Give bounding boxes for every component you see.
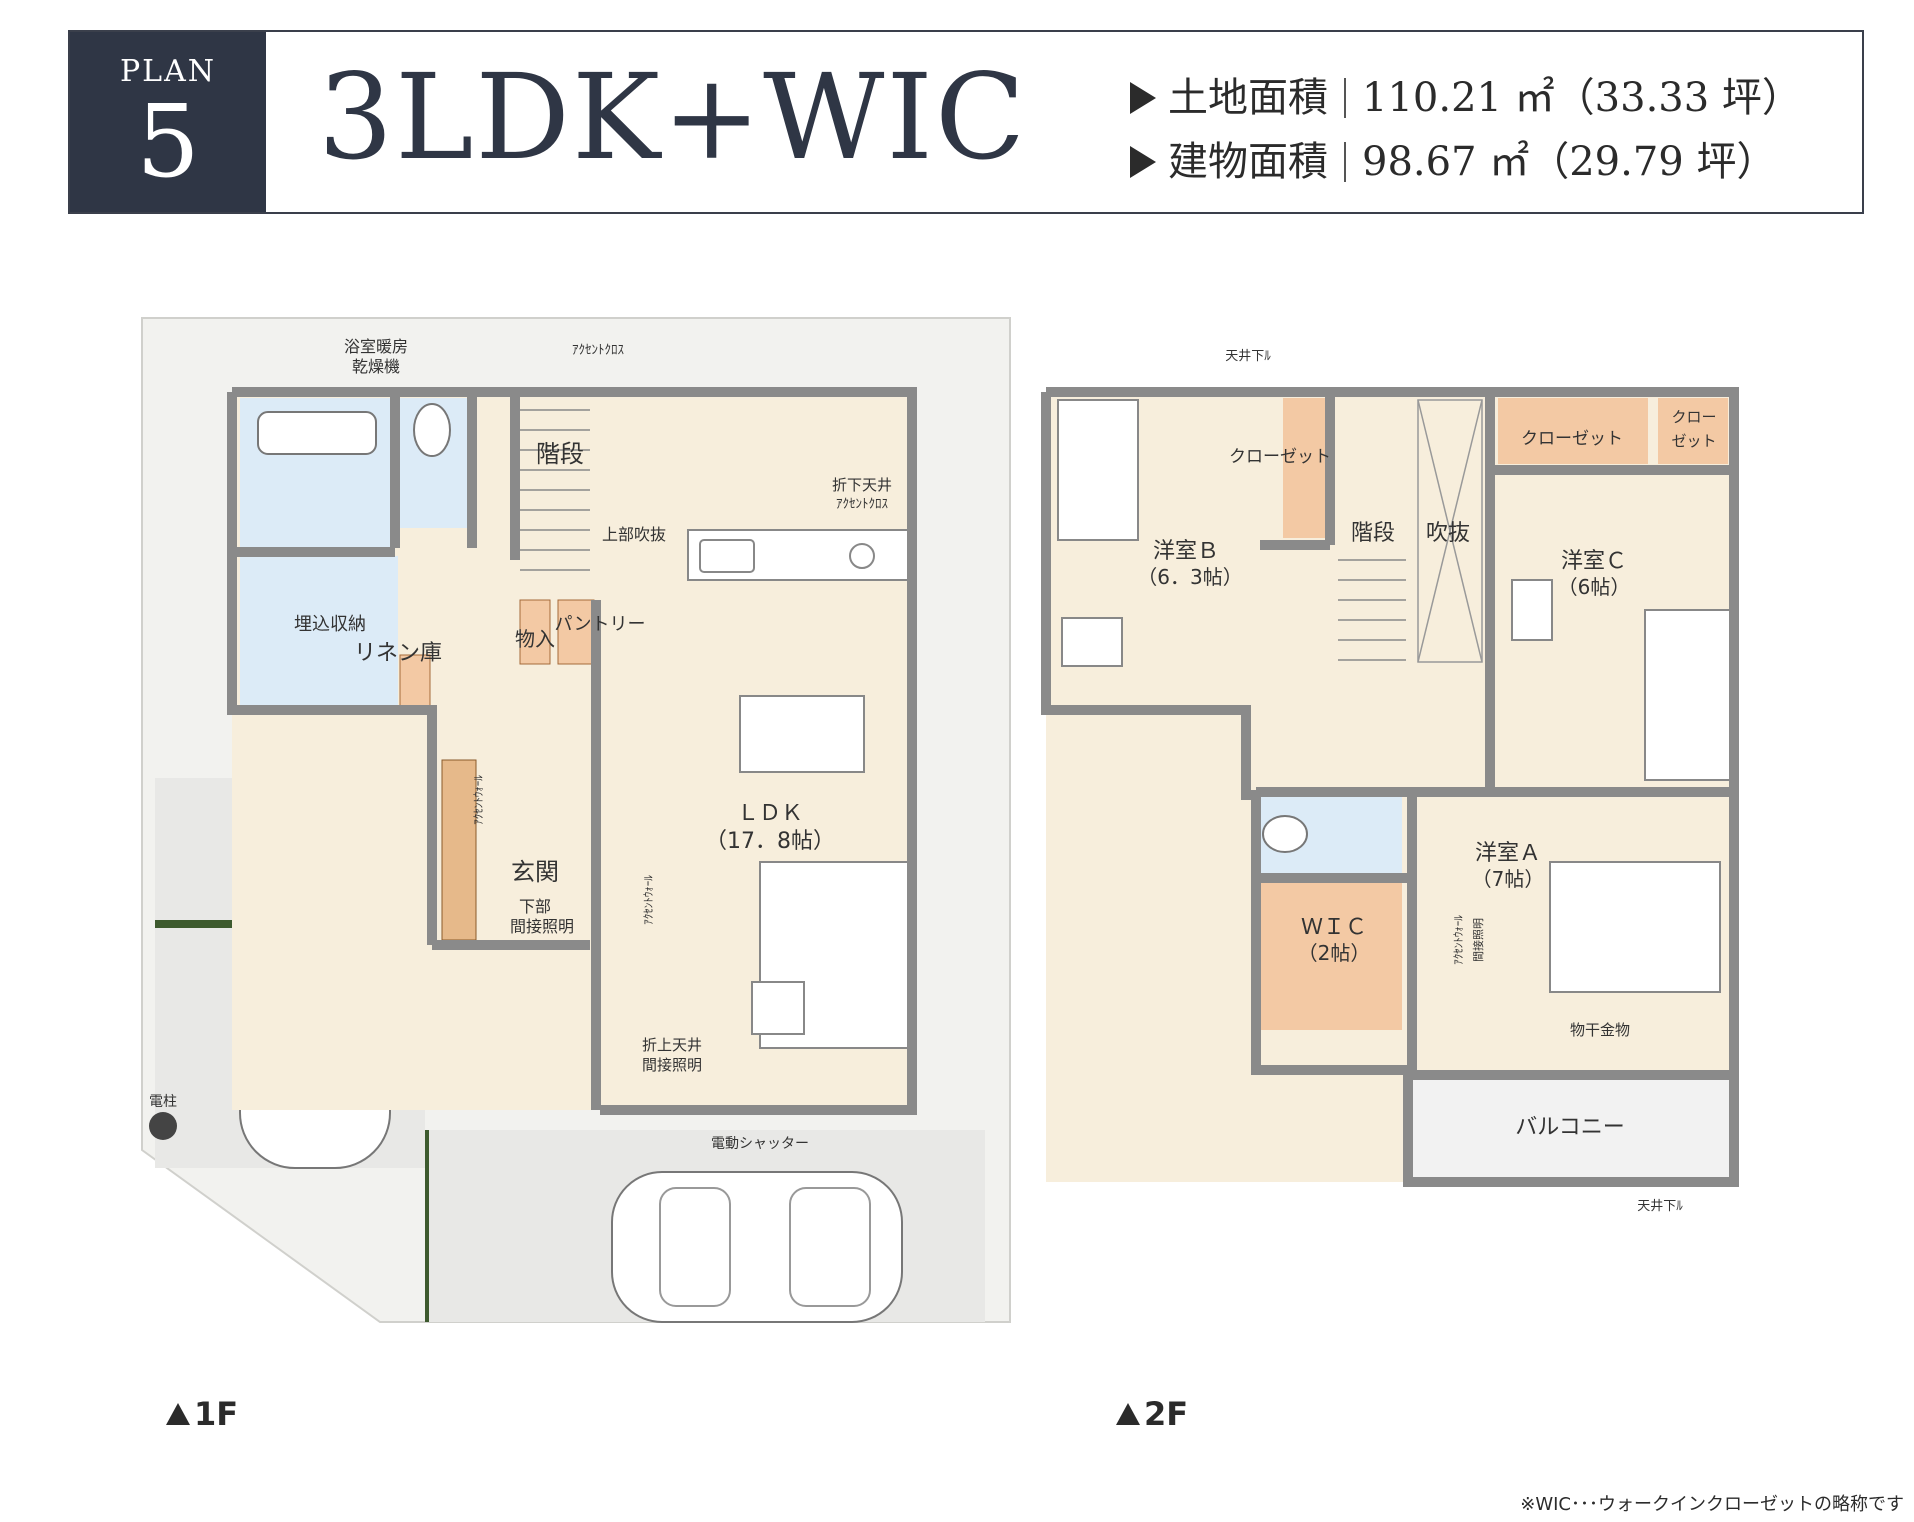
floor2-walls [1041, 387, 1739, 1187]
label-storage: 物入 [515, 627, 555, 651]
label-shutter: 電動シャッター [711, 1136, 809, 1152]
label-lower-light2: 間接照明 [510, 917, 574, 936]
plan-label: PLAN [119, 54, 217, 89]
label-room-a: 洋室Ａ [1475, 841, 1541, 866]
label-accent-wall2: ｱｸｾﾝﾄｳｫｰﾙ [642, 875, 655, 925]
label-room-b-size: （6．3帖） [1137, 565, 1242, 589]
label-bath-dryer: 浴室暖房 [344, 337, 408, 356]
label-lower-light: 下部 [519, 897, 551, 916]
triangle-icon [1130, 82, 1156, 114]
label-hanger: 物干金物 [1570, 1021, 1630, 1039]
floor1-label: 1F [166, 1395, 238, 1433]
wic-room [1260, 880, 1402, 1030]
label-void-2f: 吹抜 [1426, 521, 1470, 546]
divider [1344, 78, 1346, 118]
storage-closet [519, 599, 551, 665]
label-wic: ＷＩＣ [1301, 915, 1367, 940]
balcony [1412, 1080, 1734, 1180]
label-stairs-1f: 階段 [536, 440, 584, 468]
label-closet-b: クローゼット [1229, 447, 1331, 467]
floor2-plan: 天井下ﾙ 天井下ﾙ クローゼット クローゼット クロー ゼット 階段 吹抜 洋室… [1041, 349, 1739, 1214]
triangle-icon [1130, 146, 1156, 178]
washroom [240, 556, 398, 706]
label-ldk: ＬＤＫ [737, 801, 803, 826]
floor2-label: 2F [1116, 1395, 1188, 1433]
pantry-closet [557, 599, 595, 665]
up-triangle-icon [166, 1403, 190, 1425]
divider [1344, 142, 1346, 182]
floor1-walls [227, 387, 917, 1115]
label-ceiling-down: 折下天井 [832, 476, 892, 494]
label-indirect-2f: 間接照明 [1472, 918, 1485, 962]
label-accent-wall1: ｱｸｾﾝﾄｳｫｰﾙ [472, 775, 485, 825]
stairs-1f [520, 409, 590, 571]
label-ceiling-drop-top: 天井下ﾙ [1225, 349, 1271, 364]
building-area-value: 98.67 ㎡（29.79 坪） [1362, 139, 1777, 185]
label-closet-small: クロー [1671, 408, 1716, 426]
land-area-label: 土地面積 [1168, 75, 1328, 121]
label-upper-void: 上部吹抜 [602, 525, 666, 544]
bed-c [1644, 609, 1731, 781]
label-ceiling-drop-bottom: 天井下ﾙ [1637, 1199, 1683, 1214]
building-area-label: 建物面積 [1168, 139, 1328, 185]
void-2f [1417, 399, 1483, 663]
bed-b [1057, 399, 1139, 541]
label-pole: 電柱 [149, 1094, 177, 1110]
label-room-b: 洋室Ｂ [1153, 539, 1219, 564]
floor1-label-text: 1F [194, 1395, 239, 1433]
closet-b [1283, 398, 1327, 538]
label-accent-wall-2f: ｱｸｾﾝﾄｳｫｰﾙ [1452, 915, 1465, 965]
utility-pole-icon [149, 1112, 177, 1140]
label-ceiling-accent: ｱｸｾﾝﾄｸﾛｽ [836, 497, 889, 512]
layout-title: 3LDK+WIC [318, 48, 1028, 186]
linen-closet [399, 654, 431, 708]
plan-header: PLAN 5 3LDK+WIC 土地面積 110.21 ㎡（33.33 坪） 建… [68, 30, 1864, 214]
label-pantry: パントリー [555, 614, 646, 635]
plan-number: 5 [136, 83, 200, 200]
label-bath-dryer2: 乾燥機 [352, 357, 400, 376]
label-wic-size: （2帖） [1298, 941, 1371, 965]
desk-c [1511, 579, 1553, 641]
car-icon [611, 1171, 903, 1323]
label-ceiling-up: 折上天井 [642, 1036, 702, 1054]
closet-small [1658, 398, 1728, 464]
label-entrance: 玄関 [511, 858, 559, 886]
label-builtin-storage: 埋込収納 [294, 614, 366, 635]
land-area-row: 土地面積 110.21 ㎡（33.33 坪） [1130, 66, 1802, 130]
land-area-value: 110.21 ㎡（33.33 坪） [1362, 75, 1802, 121]
label-balcony: バルコニー [1515, 1115, 1625, 1140]
area-info: 土地面積 110.21 ㎡（33.33 坪） 建物面積 98.67 ㎡（29.7… [1130, 66, 1802, 194]
label-room-c: 洋室Ｃ [1561, 549, 1627, 574]
dining-table [739, 695, 865, 773]
accent-wall [441, 759, 477, 941]
label-room-c-size: （6帖） [1558, 575, 1631, 599]
stairs-2f [1338, 559, 1406, 661]
up-triangle-icon [1116, 1403, 1140, 1425]
label-closet-small2: ゼット [1671, 432, 1716, 450]
label-accent-cross: ｱｸｾﾝﾄｸﾛｽ [572, 343, 625, 358]
label-linen: リネン庫 [354, 641, 442, 666]
floor1-plan: 浴室暖房 乾燥機 ｱｸｾﾝﾄｸﾛｽ 階段 上部吹抜 折下天井 ｱｸｾﾝﾄｸﾛｽ … [141, 317, 1011, 1323]
label-closet-c: クローゼット [1521, 429, 1623, 449]
label-ldk-size: （17．8帖） [705, 829, 835, 854]
footnote: ※WIC･･･ウォークインクローゼットの略称です [1520, 1494, 1904, 1515]
floor2-label-text: 2F [1144, 1395, 1189, 1433]
label-stairs-2f: 階段 [1351, 521, 1395, 546]
desk-b [1061, 617, 1123, 667]
building-area-row: 建物面積 98.67 ㎡（29.79 坪） [1130, 130, 1802, 194]
bed-a [1549, 861, 1721, 993]
label-ceiling-up2: 間接照明 [642, 1056, 702, 1074]
plan-badge: PLAN 5 [70, 32, 266, 212]
label-room-a-size: （7帖） [1472, 867, 1545, 891]
closet-c [1498, 398, 1648, 464]
